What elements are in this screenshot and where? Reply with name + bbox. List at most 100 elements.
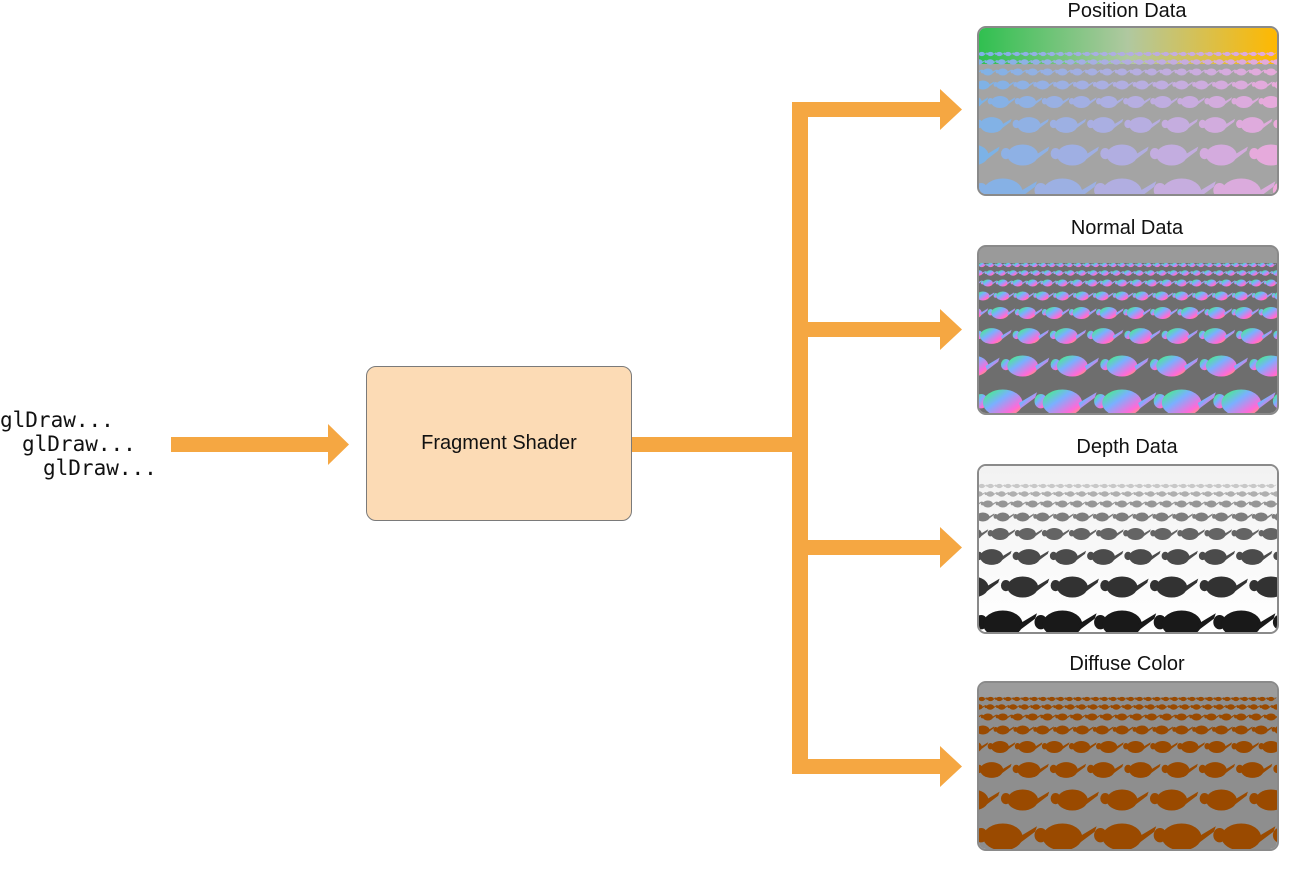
teapot-shape	[1271, 81, 1277, 89]
teapot-shape	[1145, 270, 1158, 276]
teapot-shape	[1085, 713, 1101, 721]
teapot-shape	[1205, 696, 1215, 702]
teapot-shape	[1170, 51, 1180, 57]
teapot-shape	[1159, 500, 1176, 508]
teapot-shape	[1231, 291, 1253, 301]
teapot-shape	[987, 307, 1016, 319]
teapot-shape	[1219, 279, 1236, 287]
teapot-shape	[995, 68, 1012, 76]
teapot-shape	[1149, 576, 1199, 598]
teapot-shape	[996, 704, 1009, 710]
teapot-shape	[1096, 96, 1124, 108]
teapot-shape	[1123, 528, 1151, 540]
teapot-shape	[979, 823, 1037, 849]
teapot-shape	[979, 291, 995, 301]
teapot-shape	[1112, 725, 1134, 735]
teapot-shape	[1236, 704, 1250, 710]
teapot-shape	[979, 714, 982, 718]
teapot-shape	[1040, 68, 1057, 76]
teapot-shape	[1100, 696, 1110, 702]
teapot-shape	[1132, 512, 1154, 522]
teapot-shape	[1030, 51, 1040, 57]
teapot-shape	[1167, 59, 1181, 65]
teapot-shape	[1144, 68, 1161, 76]
teapot-shape	[1007, 704, 1020, 710]
teapot-shape	[1187, 483, 1198, 489]
teapot-shape	[979, 529, 989, 539]
teapot-shape	[1205, 51, 1215, 57]
teapot-shape	[1033, 512, 1054, 522]
teapot-shape	[1064, 491, 1078, 497]
teapot-shape	[1196, 262, 1207, 268]
teapot-shape	[1100, 483, 1110, 489]
teapot-shape	[1041, 59, 1055, 65]
teapot-shape	[979, 696, 988, 702]
teapot-shape	[1213, 389, 1276, 413]
teapot-shape	[1273, 551, 1277, 561]
teapot-shape	[1234, 279, 1250, 287]
teapot-shape	[1198, 117, 1236, 133]
teapot-shape	[1259, 59, 1273, 65]
teapot-shape	[1222, 51, 1233, 57]
teapot-shape	[1013, 512, 1035, 522]
teapot-shape	[1038, 262, 1049, 268]
teapot-shape	[1273, 330, 1277, 340]
teapot-shape	[1192, 291, 1213, 301]
input-arrow-shaft	[171, 437, 331, 452]
teapot-shape	[1112, 80, 1134, 90]
teapot-shape	[1205, 483, 1215, 489]
teapot-shape	[1179, 59, 1192, 65]
teapot-shape	[1099, 500, 1116, 508]
branch-trunk	[792, 102, 808, 774]
teapot-shape	[1170, 262, 1180, 268]
teapot-shape	[1135, 51, 1145, 57]
teapot-shape	[1204, 741, 1233, 753]
teapot-shape	[1272, 615, 1277, 629]
teapot-shape	[979, 59, 986, 65]
teapot-shape	[1133, 704, 1147, 710]
teapot-shape	[1266, 51, 1277, 57]
teapot-shape	[1034, 823, 1097, 849]
teapot-shape	[1041, 270, 1055, 276]
teapot-shape	[1219, 68, 1236, 76]
teapot-shape	[1152, 291, 1174, 301]
teapot-shape	[1145, 491, 1158, 497]
teapot-shape	[1152, 80, 1174, 90]
teapot-shape	[986, 483, 996, 489]
teapot-shape	[1100, 144, 1149, 166]
teapot-shape	[1072, 291, 1094, 301]
teapot-shape	[1064, 270, 1078, 276]
teapot-shape	[1003, 483, 1014, 489]
teapot-shape	[1213, 270, 1227, 276]
teapot-shape	[1047, 262, 1058, 268]
teapot-shape	[1263, 279, 1277, 287]
teapot-shape	[1219, 713, 1236, 721]
teapot-shape	[1161, 483, 1172, 489]
teapot-shape	[1248, 59, 1261, 65]
teapot-shape	[1100, 262, 1110, 268]
teapot-shape	[1257, 262, 1268, 268]
teapot-shape	[1123, 307, 1151, 319]
teapot-shape	[1055, 713, 1072, 721]
teapot-shape	[1135, 696, 1145, 702]
teapot-shape	[1231, 512, 1253, 522]
teapot-shape	[1010, 68, 1027, 76]
teapot-shape	[1056, 262, 1066, 268]
teapot-shape	[1159, 279, 1176, 287]
teapot-shape	[1076, 270, 1089, 276]
teapot-shape	[1161, 51, 1172, 57]
teapot-shape	[1177, 528, 1205, 540]
teapot-shape	[1161, 549, 1198, 565]
teapot-shape	[1100, 355, 1149, 377]
teapot-shape	[1010, 713, 1027, 721]
teapot-shape	[1266, 696, 1277, 702]
teapot-shape	[1179, 704, 1192, 710]
teapot-shape	[1240, 696, 1251, 702]
teapot-shape	[1096, 741, 1124, 753]
teapot-shape	[1007, 59, 1020, 65]
teapot-shape	[1100, 789, 1149, 811]
teapot-shape	[1249, 576, 1277, 598]
teapot-shape	[1212, 512, 1233, 522]
teapot-shape	[1225, 270, 1238, 276]
teapot-shape	[979, 742, 989, 752]
